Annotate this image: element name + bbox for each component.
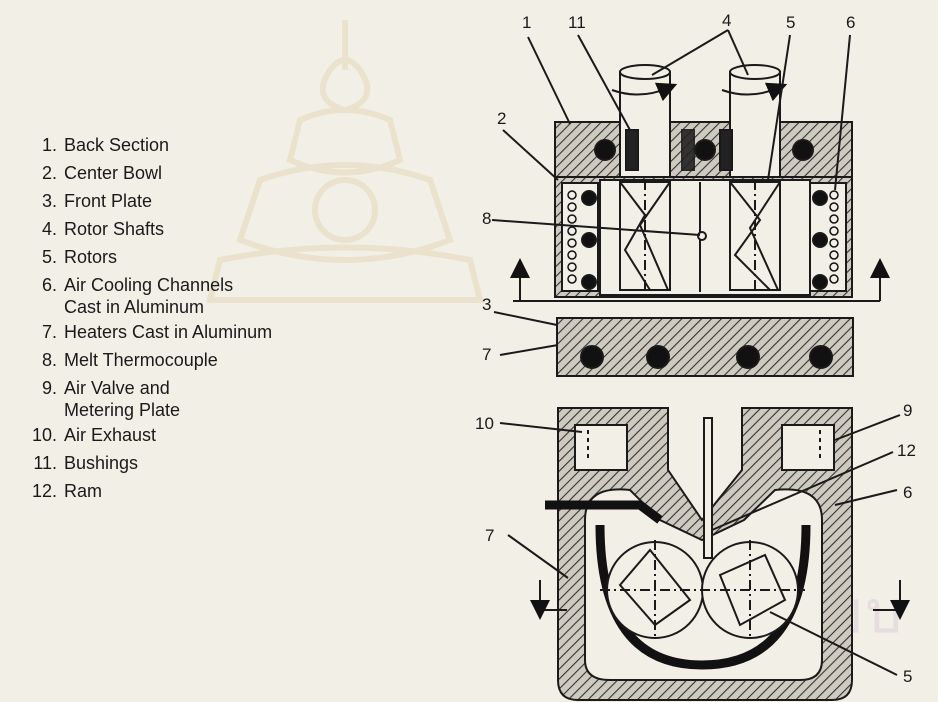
callout-9: 9: [903, 401, 913, 420]
callout-4: 4: [722, 11, 732, 30]
legend-number: 6.: [41, 275, 57, 295]
legend-number: 3.: [41, 191, 57, 211]
legend-item: 4. Rotor Shafts: [0, 218, 340, 246]
legend-item: 8. Melt Thermocouple: [0, 349, 340, 377]
legend-label: Back Section: [64, 135, 170, 155]
legend-item: 1. Back Section: [0, 134, 340, 162]
watermark-emblem: [206, 20, 484, 303]
legend-number: 4.: [41, 219, 57, 239]
callout-2: 2: [497, 109, 507, 128]
legend-number: 11.: [33, 453, 57, 473]
bottom-view: [499, 407, 910, 701]
callout-8: 8: [482, 209, 492, 228]
legend-label: Rotors: [64, 247, 118, 267]
legend-label: Heaters Cast in Aluminum: [64, 322, 273, 342]
legend-number: 1.: [41, 135, 57, 155]
legend-item: 7. Heaters Cast in Aluminum: [0, 321, 340, 349]
legend-label: Rotor Shafts: [64, 219, 165, 239]
parts-legend: 1. Back Section 2. Center Bowl 3. Front …: [0, 134, 340, 508]
legend-number: 12.: [31, 481, 57, 501]
legend-label: Front Plate: [64, 191, 153, 211]
callout-5: 5: [786, 13, 796, 32]
legend-label: Melt Thermocouple: [64, 350, 218, 370]
legend-label: Bushings: [64, 453, 139, 473]
legend-number: 8.: [41, 350, 57, 370]
legend-item: 12. Ram: [0, 480, 340, 508]
callout-7: 7: [482, 345, 492, 364]
legend-item: 11. Bushings: [0, 452, 340, 480]
legend-number: 2.: [41, 163, 57, 183]
callout-6: 6: [846, 13, 856, 32]
legend-item: 10. Air Exhaust: [0, 424, 340, 452]
legend-label: Ram: [64, 481, 103, 501]
callout-5-bottom: 5: [903, 667, 913, 686]
legend-label: Air Exhaust: [64, 425, 157, 445]
legend-number: 5.: [41, 247, 57, 267]
callout-11: 11: [568, 13, 586, 32]
callout-10: 10: [475, 414, 494, 433]
legend-number: 9.: [41, 378, 57, 398]
top-view: [491, 29, 890, 377]
mixer-cross-section-diagram: [491, 29, 910, 701]
callout-1: 1: [522, 13, 532, 32]
legend-number: 10.: [31, 425, 57, 445]
legend-item: 3. Front Plate: [0, 190, 340, 218]
callout-3: 3: [482, 295, 492, 314]
legend-label: Center Bowl: [64, 163, 163, 183]
callout-6-bottom: 6: [903, 483, 913, 502]
callout-7-bottom: 7: [485, 526, 495, 545]
callout-12: 12: [897, 441, 916, 460]
legend-number: 7.: [41, 322, 57, 342]
legend-item: 5. Rotors: [0, 246, 340, 274]
legend-item: 2. Center Bowl: [0, 162, 340, 190]
